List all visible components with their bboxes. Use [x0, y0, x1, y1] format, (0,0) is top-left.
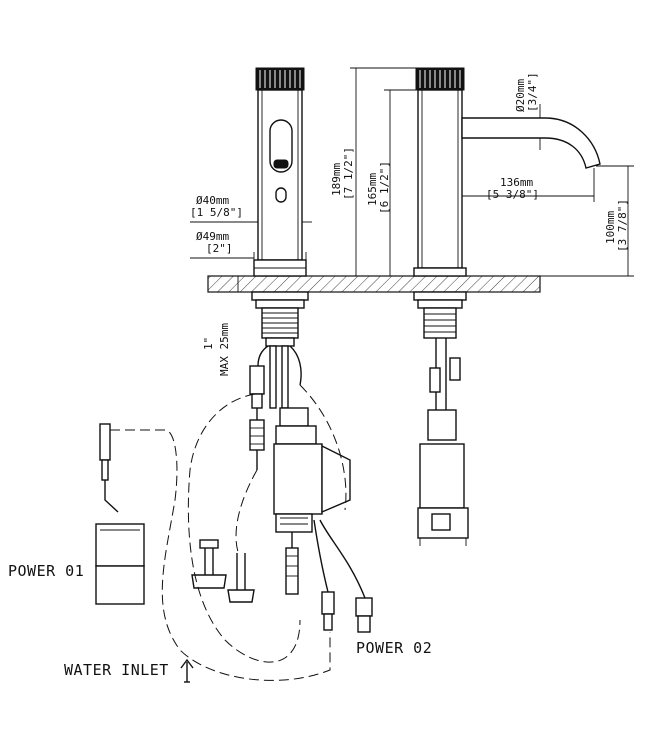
- water-inlet-label: WATER INLET: [64, 661, 169, 679]
- dim-spout-height-in: [3 7/8"]: [616, 199, 629, 252]
- countertop: [207, 275, 541, 293]
- dim-spout-reach: 136mm: [500, 176, 533, 189]
- dim-deck-max-in: 1": [202, 337, 215, 350]
- dim-body-height: 165mm: [366, 173, 379, 206]
- dim-outer-diameter-in: [1 5/8"]: [190, 206, 243, 219]
- battery-box: [95, 423, 145, 605]
- wiring-routes: [110, 384, 347, 681]
- dim-deck-max: MAX 25mm: [218, 323, 231, 376]
- dim-base-diameter: Ø49mm: [196, 230, 229, 243]
- dim-spout-height: 100mm: [604, 211, 617, 244]
- dim-base-diameter-in: [2"]: [206, 242, 233, 255]
- water-inlet-hoses: [191, 539, 255, 603]
- dimension-lines: [190, 67, 634, 293]
- dim-total-height: 189mm: [330, 163, 343, 196]
- dimension-labels: Ø40mm [1 5/8"] Ø49mm [2"] MAX 25mm 1" 18…: [190, 72, 629, 376]
- dim-body-height-in: [6 1/2"]: [378, 161, 391, 214]
- control-box: [273, 407, 373, 633]
- dim-outer-diameter: Ø40mm: [196, 194, 229, 207]
- dim-spout-diameter-in: [3/4"]: [526, 72, 539, 112]
- dim-spout-reach-in: [5 3/8"]: [486, 188, 539, 201]
- faucet-side-view: [413, 67, 601, 546]
- dim-total-height-in: [7 1/2"]: [342, 147, 355, 200]
- power-02-label: POWER 02: [356, 639, 433, 657]
- faucet-front-view: [251, 67, 309, 347]
- power-01-label: POWER 01: [8, 562, 85, 580]
- up-arrow-icon: [180, 658, 194, 683]
- dim-spout-diameter: Ø20mm: [514, 79, 527, 112]
